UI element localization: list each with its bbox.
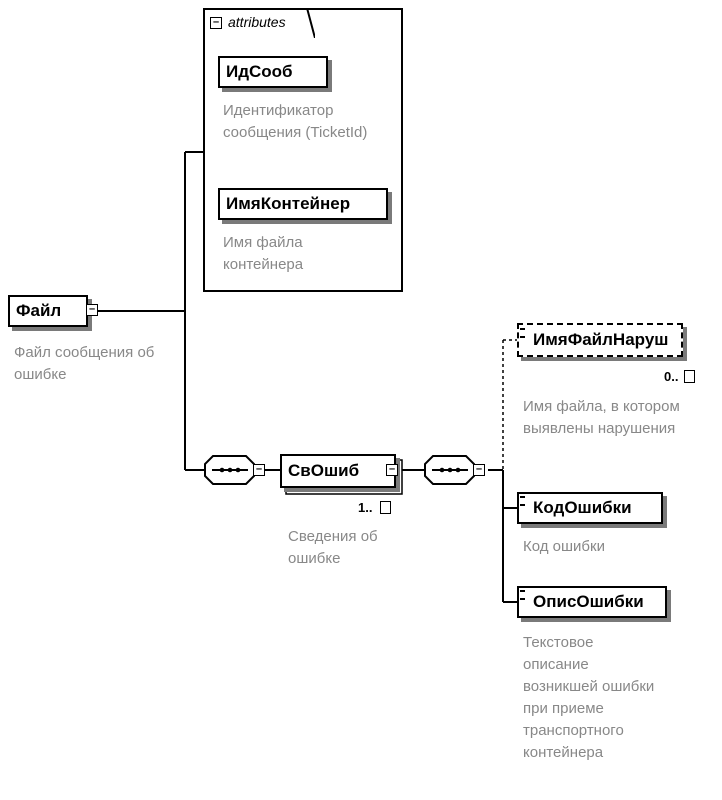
attributes-tab xyxy=(203,8,315,38)
occurrence-label: 0.. xyxy=(664,369,679,384)
element-svosh[interactable]: СвОшиб xyxy=(280,454,396,488)
unbounded-icon xyxy=(380,501,391,514)
element-opisoshibki[interactable]: ОписОшибки xyxy=(517,586,667,618)
kodoshibki-desc: Код ошибки xyxy=(523,538,605,555)
collapse-icon[interactable]: – xyxy=(473,464,485,476)
unbounded-icon xyxy=(684,370,695,383)
collapse-icon[interactable]: – xyxy=(253,464,265,476)
occurrence-label: 1.. xyxy=(358,500,373,515)
attributes-group-box xyxy=(203,8,403,292)
attributes-title: attributes xyxy=(228,14,286,30)
text-content-icon xyxy=(520,496,525,506)
element-imyafaylnarush[interactable]: ИмяФайлНаруш xyxy=(517,323,683,357)
imyafaylnarush-desc: Имя файла, в котором выявлены нарушения xyxy=(523,398,680,437)
text-content-icon xyxy=(520,328,525,338)
root-desc: Файл сообщения об ошибке xyxy=(14,344,155,383)
collapse-icon[interactable]: – xyxy=(86,304,98,316)
attribute-idsoob-desc: Идентификатор сообщения (TicketId) xyxy=(223,102,368,141)
text-content-icon xyxy=(520,590,525,600)
svosh-desc: Сведения об ошибке xyxy=(288,528,378,567)
attribute-idsoob[interactable]: ИдСооб xyxy=(218,56,328,88)
attribute-imyakonteyner-desc: Имя файла контейнера xyxy=(223,234,304,273)
collapse-icon[interactable]: – xyxy=(386,464,398,476)
root-element-fayl[interactable]: Файл xyxy=(8,295,88,327)
collapse-icon[interactable]: – xyxy=(210,17,222,29)
element-kodoshibki[interactable]: КодОшибки xyxy=(517,492,663,524)
attribute-imyakonteyner[interactable]: ИмяКонтейнер xyxy=(218,188,388,220)
opisoshibki-desc: Текстовое описание возникшей ошибки при … xyxy=(523,634,655,761)
